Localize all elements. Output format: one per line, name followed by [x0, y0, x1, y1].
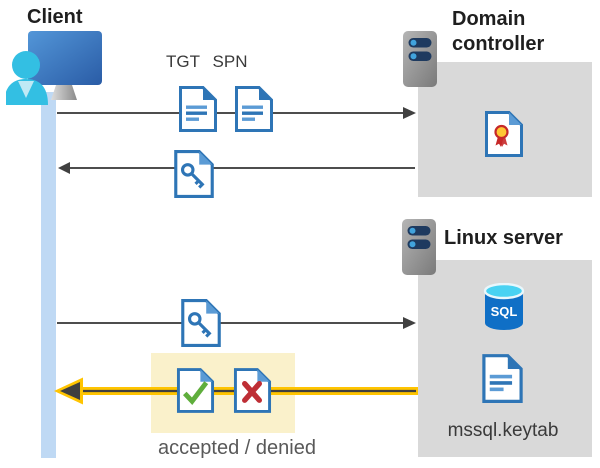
client-lifeline — [41, 92, 56, 458]
tgt-document-icon — [179, 86, 217, 132]
key-glyph — [180, 163, 205, 189]
key-ticket-document-icon — [174, 150, 214, 198]
check-icon — [182, 381, 209, 405]
denied-document-icon — [233, 368, 272, 413]
domain-controller-title: Domain controller — [452, 8, 545, 55]
key-ticket-document-icon — [181, 299, 221, 347]
keytab-document-icon — [482, 354, 523, 403]
linux-server-title: Linux server — [444, 227, 563, 249]
request-arrow-tgt-spn — [57, 107, 416, 119]
certificate-document-icon — [485, 111, 523, 157]
request-arrow-service-ticket — [57, 317, 416, 329]
key-glyph — [187, 312, 212, 338]
monitor-stand — [51, 85, 77, 100]
accepted-denied-label: accepted / denied — [158, 437, 316, 459]
sql-database-icon: SQL — [483, 283, 525, 330]
client-label: Client — [27, 6, 83, 28]
accepted-document-icon — [176, 368, 215, 413]
x-icon — [242, 380, 263, 403]
spn-document-icon — [235, 86, 273, 132]
person-icon — [6, 51, 48, 105]
spn-label: SPN — [212, 52, 248, 71]
sql-badge-text: SQL — [491, 304, 518, 319]
tgt-label: TGT — [166, 52, 200, 71]
domain-controller-server-icon — [403, 31, 437, 87]
monitor-icon — [28, 31, 102, 85]
client-computer-user-icon — [6, 31, 102, 105]
response-arrow-ticket — [58, 162, 415, 174]
linux-server-icon — [402, 219, 436, 275]
keytab-label: mssql.keytab — [447, 420, 559, 441]
